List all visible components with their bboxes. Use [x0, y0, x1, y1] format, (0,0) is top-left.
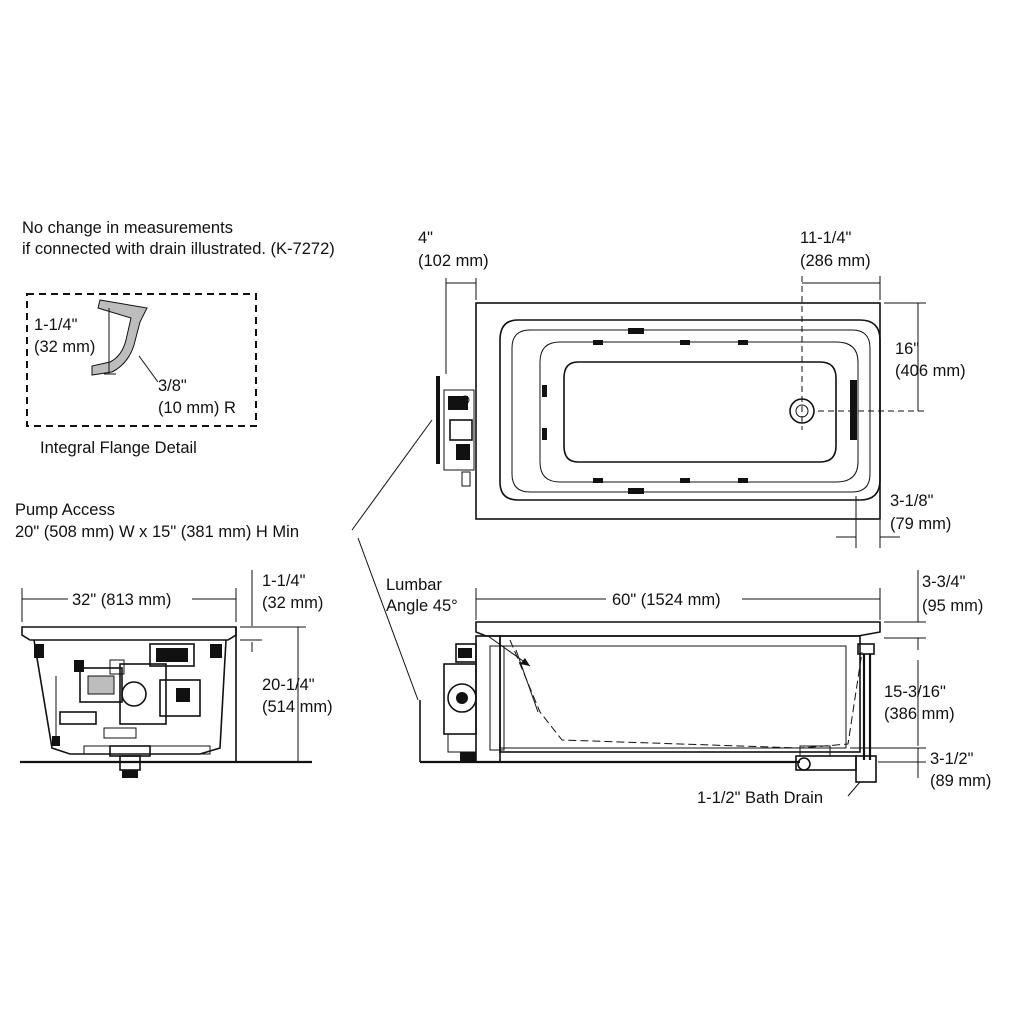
rim-offset-mm-label: (79 mm)	[890, 515, 951, 533]
tub-basin-outer	[539, 341, 859, 483]
side-basin-profile	[509, 639, 863, 749]
jet-icon	[738, 340, 748, 345]
flange-radius-label: 3/8"	[158, 377, 187, 395]
panel-offset-mm-label: (102 mm)	[418, 252, 489, 270]
jet-icon	[593, 340, 603, 345]
end-flange-mm-label: (32 mm)	[262, 594, 323, 612]
jet-icon	[628, 488, 644, 494]
side-deck	[475, 621, 881, 637]
side-length-label: 60" (1524 mm)	[612, 591, 721, 609]
flange-height-label: 1-1/4"	[34, 316, 78, 334]
jet-icon	[738, 478, 748, 483]
end-tub-body	[33, 639, 227, 755]
panel-offset-label: 4"	[418, 229, 433, 247]
bath-drain-icon	[795, 643, 877, 783]
pump-motor-icon	[443, 643, 477, 762]
pump-access-size: 20" (508 mm) W x 15" (381 mm) H Min	[15, 523, 299, 541]
side-skirt	[499, 635, 861, 753]
top-view: 4" (102 mm) 11-1/4" (286 mm) 16" (406 mm…	[418, 229, 966, 548]
tub-basin-floor	[563, 361, 837, 463]
jet-icon	[680, 478, 690, 483]
tub-rim	[499, 319, 881, 501]
jet-icon	[542, 385, 547, 397]
drain-note-line-1: No change in measurements	[22, 219, 233, 237]
pump-motor-icon	[436, 376, 475, 487]
flange-radius-leader	[138, 355, 159, 383]
depth-mm-label: (386 mm)	[884, 705, 955, 723]
drain-height-mm-label: (406 mm)	[895, 362, 966, 380]
rim-height-mm-label: (95 mm)	[922, 597, 983, 615]
end-height-label: 20-1/4"	[262, 676, 315, 694]
rim-offset-label: 3-1/8"	[890, 492, 934, 510]
side-view: 60" (1524 mm) Lumbar Angle 45° 3-3/4" (9…	[386, 570, 991, 807]
jet-icon	[593, 478, 603, 483]
jet-icon	[542, 428, 547, 440]
drain-offset-mm-label: (286 mm)	[800, 252, 871, 270]
bath-drain-label: 1-1/2" Bath Drain	[697, 789, 823, 807]
flange-detail-frame	[26, 293, 257, 427]
flange-detail-caption: Integral Flange Detail	[40, 439, 197, 457]
pump-access-title: Pump Access	[15, 501, 115, 519]
pump-motor-icon	[34, 643, 222, 746]
side-drain-height-label: 3-1/2"	[930, 750, 974, 768]
pump-access-leader-top	[351, 419, 433, 531]
side-apron	[475, 635, 501, 763]
flange-radius-mm-label: (10 mm) R	[158, 399, 236, 417]
lumbar-angle-label: Angle 45°	[386, 597, 458, 615]
integral-flange-detail: 1-1/4" (32 mm) 3/8" (10 mm) R	[26, 293, 257, 427]
rim-height-label: 3-3/4"	[922, 573, 966, 591]
flange-profile	[91, 299, 148, 376]
jet-icon	[680, 340, 690, 345]
end-height-mm-label: (514 mm)	[262, 698, 333, 716]
drain-offset-label: 11-1/4"	[800, 229, 852, 247]
end-width-label: 32" (813 mm)	[72, 591, 171, 609]
lumbar-label: Lumbar	[386, 576, 442, 594]
jet-icon	[850, 380, 857, 440]
pump-access-leader-side	[357, 537, 419, 701]
end-flange-label: 1-1/4"	[262, 572, 306, 590]
end-view: 32" (813 mm) 1-1/4" (32 mm) 20-1/4" (514…	[20, 570, 333, 778]
flange-height-mm-label: (32 mm)	[34, 338, 95, 356]
drain-height-label: 16"	[895, 340, 919, 358]
jet-icon	[628, 328, 644, 334]
drain-note-line-2: if connected with drain illustrated. (K-…	[22, 240, 335, 258]
side-drain-height-mm-label: (89 mm)	[930, 772, 991, 790]
end-deck	[21, 626, 237, 641]
depth-label: 15-3/16"	[884, 683, 946, 701]
